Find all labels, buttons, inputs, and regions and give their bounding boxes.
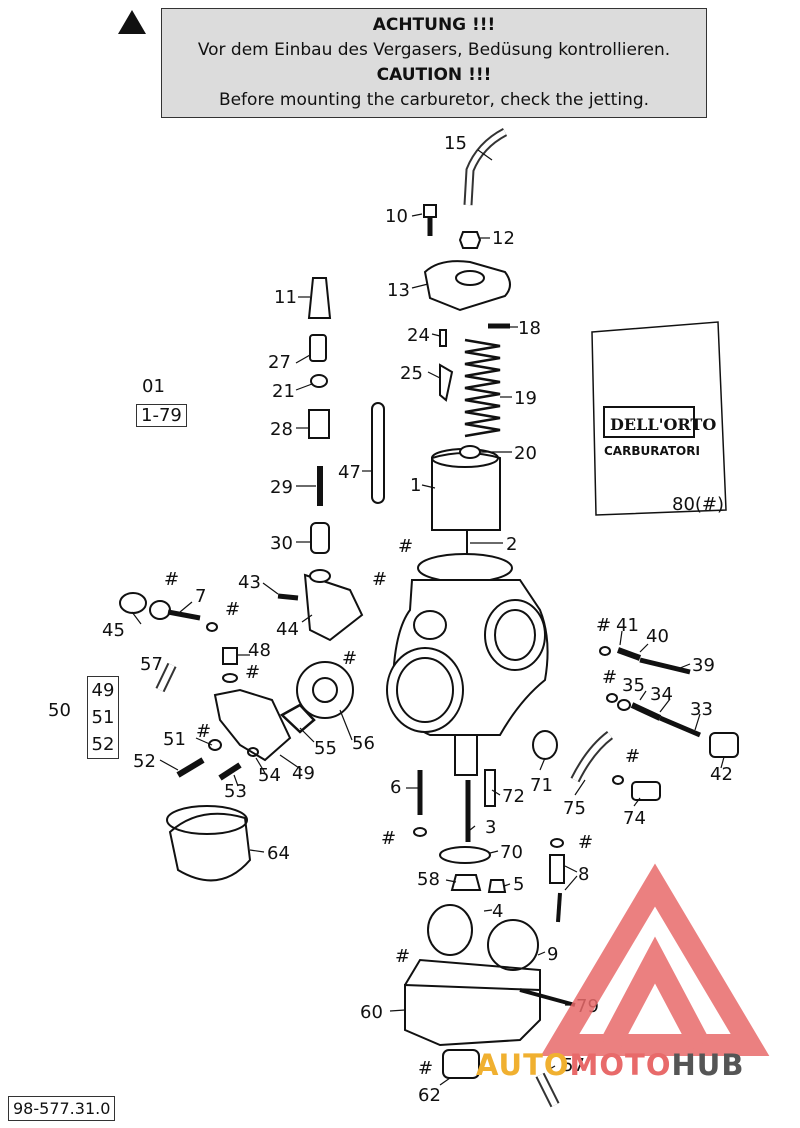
callout-9: 9 [547, 944, 558, 965]
hash-marker: # [596, 615, 611, 636]
caution-title-de: ACHTUNG !!! [372, 15, 496, 35]
callout-29: 29 [270, 477, 293, 498]
callout-21: 21 [272, 381, 295, 402]
callout-28: 28 [270, 419, 293, 440]
group-ref-number: 01 [142, 376, 165, 397]
hash-marker: # [395, 946, 410, 967]
decal-brand: DELL'ORTO [610, 415, 716, 434]
callout-2: 2 [506, 534, 517, 555]
group-box-label: 50 [48, 700, 71, 721]
decal-sub: CARBURATORI [604, 444, 700, 458]
callout-58: 58 [417, 869, 440, 890]
callout-56: 56 [352, 733, 375, 754]
callout-43: 43 [238, 572, 261, 593]
hash-marker: # [196, 721, 211, 742]
callout-48: 48 [248, 640, 271, 661]
callout-45: 45 [102, 620, 125, 641]
callout-35: 35 [622, 675, 645, 696]
callout-7: 7 [195, 586, 206, 607]
callout-47: 47 [338, 462, 361, 483]
callout-5: 5 [513, 874, 524, 895]
watermark-text-moto: MOTO [569, 1048, 672, 1082]
callout-27: 27 [268, 352, 291, 373]
callout-51: 51 [163, 729, 186, 750]
caution-text-de: Vor dem Einbau des Vergasers, Bedüsung k… [197, 40, 671, 60]
callout-53: 53 [224, 781, 247, 802]
callout-12: 12 [492, 228, 515, 249]
group-box-item: 52 [91, 734, 115, 755]
hash-marker: # [398, 536, 413, 557]
callout-1: 1 [410, 475, 421, 496]
callout-34: 34 [650, 684, 673, 705]
group-box-item: 51 [91, 707, 115, 728]
callout-19: 19 [514, 388, 537, 409]
group-box-item: 49 [91, 680, 115, 701]
group-ref-range: 1-79 [136, 404, 187, 427]
callout-57b: 57 [562, 1055, 585, 1076]
callout-64: 64 [267, 843, 290, 864]
callout-60: 60 [360, 1002, 383, 1023]
caution-box: ACHTUNG !!! Vor dem Einbau des Vergasers… [161, 8, 707, 118]
callout-75: 75 [563, 798, 586, 819]
callout-71: 71 [530, 775, 553, 796]
callout-18: 18 [518, 318, 541, 339]
callout-13: 13 [387, 280, 410, 301]
callout-55: 55 [314, 738, 337, 759]
watermark-text-auto: AUTO [476, 1048, 570, 1082]
caution-title-en: CAUTION !!! [376, 65, 492, 85]
callout-20: 20 [514, 443, 537, 464]
callout-15: 15 [444, 133, 467, 154]
group-box: 49 51 52 [87, 676, 119, 759]
watermark-text-hub: HUB [671, 1048, 745, 1082]
callout-3: 3 [485, 817, 496, 838]
hash-marker: # [245, 662, 260, 683]
hash-marker: # [381, 828, 396, 849]
hash-marker: # [342, 648, 357, 669]
callout-72: 72 [502, 786, 525, 807]
callout-11: 11 [274, 287, 297, 308]
hash-marker: # [625, 746, 640, 767]
hash-marker: # [164, 569, 179, 590]
callout-4: 4 [492, 901, 503, 922]
hash-marker: # [225, 599, 240, 620]
callout-42: 42 [710, 764, 733, 785]
caution-text-en: Before mounting the carburetor, check th… [218, 90, 650, 110]
callout-80: 80(#) [672, 494, 724, 515]
callout-33: 33 [690, 699, 713, 720]
callout-54: 54 [258, 765, 281, 786]
drawing-part-number: 98-577.31.0 [8, 1096, 116, 1121]
callout-24: 24 [407, 325, 430, 346]
hash-marker: # [418, 1058, 433, 1079]
callout-57a: 57 [140, 654, 163, 675]
callout-10: 10 [385, 206, 408, 227]
callout-52: 52 [133, 751, 156, 772]
callout-8: 8 [578, 864, 589, 885]
callout-25: 25 [400, 363, 423, 384]
callout-74: 74 [623, 808, 646, 829]
warning-triangle-icon [118, 10, 146, 34]
callout-44: 44 [276, 619, 299, 640]
callout-62: 62 [418, 1085, 441, 1106]
callout-40: 40 [646, 626, 669, 647]
watermark-text: AUTOMOTOHUB [476, 1048, 744, 1082]
callout-39: 39 [692, 655, 715, 676]
callout-70: 70 [500, 842, 523, 863]
hash-marker: # [602, 667, 617, 688]
callout-49: 49 [292, 763, 315, 784]
hash-marker: # [578, 832, 593, 853]
hash-marker: # [372, 569, 387, 590]
watermark-logo [540, 863, 770, 1056]
callout-6: 6 [390, 777, 401, 798]
callout-41: 41 [616, 615, 639, 636]
callout-30: 30 [270, 533, 293, 554]
